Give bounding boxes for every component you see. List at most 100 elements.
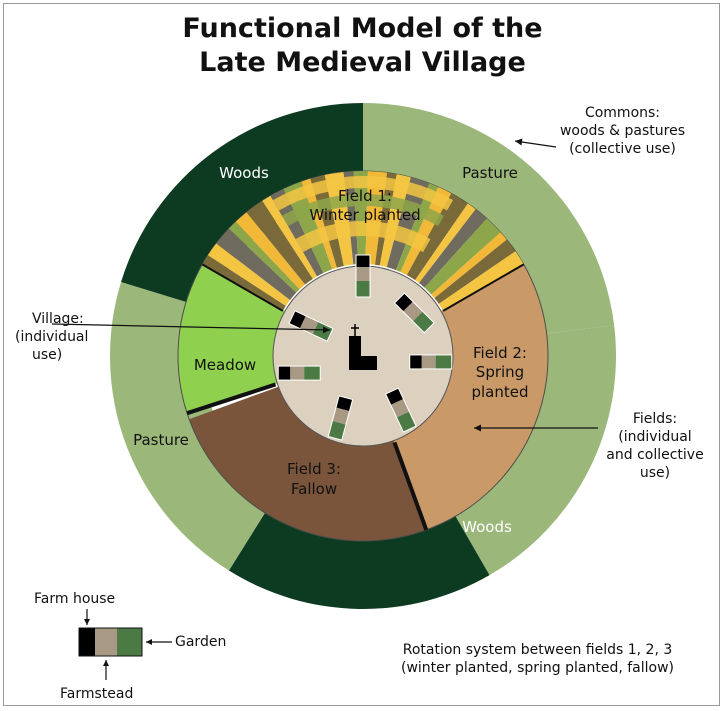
field-1-band <box>273 175 453 211</box>
pasture-left-label: Pasture <box>133 431 189 449</box>
garden <box>304 366 321 381</box>
fields-callout-line-4: use) <box>639 465 671 481</box>
field-1-strip <box>270 189 324 277</box>
commons-arrow-head <box>515 138 523 146</box>
field-2-label-line-3: planted <box>471 383 528 401</box>
field-1-label-line-1: Field 1: <box>338 187 392 205</box>
village-arrow-line <box>51 323 331 331</box>
separator-field2-field3 <box>392 441 429 531</box>
fields-arrow-head <box>474 424 481 432</box>
field-2-label-line-1: Field 2: <box>473 344 527 362</box>
field-1-band <box>282 194 444 227</box>
field-1-strip <box>324 172 354 267</box>
farmstead <box>355 254 371 298</box>
farmstead-outline <box>288 310 334 342</box>
field-1-strip <box>202 255 286 310</box>
field-1-strip <box>415 203 476 284</box>
farmstead-outline <box>393 292 435 334</box>
fields-arrow <box>474 424 598 432</box>
fields-callout-line-2: (individual <box>618 429 692 445</box>
meadow-label: Meadow <box>194 356 256 374</box>
fields-callout: Fields: (individual and collective use) <box>600 410 710 482</box>
field-1-strip <box>301 178 337 270</box>
woods-bottom-label: Woods <box>462 518 512 536</box>
rotation-note: Rotation system between fields 1, 2, 3 (… <box>360 641 715 677</box>
farmstead-yard <box>332 407 350 425</box>
village-area <box>272 254 454 447</box>
farmstead-outline <box>355 254 371 298</box>
field-1-strip <box>395 183 439 272</box>
callout-lines <box>51 138 598 432</box>
legend-farmstead-label: Farmstead <box>60 686 134 702</box>
field-1-strip <box>386 177 430 271</box>
farm-house <box>356 255 370 267</box>
village-arrow <box>51 323 331 334</box>
farmstead <box>409 354 453 370</box>
field-1-strip <box>283 181 333 273</box>
woods-top <box>121 103 363 310</box>
legend-farm-house-label: Farm house <box>34 591 116 607</box>
farmstead-outline <box>409 354 453 370</box>
farmstead <box>384 387 417 433</box>
field-1-strip <box>310 175 344 268</box>
title-line-1: Functional Model of the <box>182 13 543 44</box>
field-1-strip <box>343 171 359 265</box>
meadow <box>177 263 363 414</box>
rotation-note-line-2: (winter planted, spring planted, fallow) <box>400 660 675 676</box>
field-3-label-line-1: Field 3: <box>287 460 341 478</box>
farm-house <box>278 366 291 381</box>
legend-farmstead-arrow <box>103 660 109 680</box>
field-1-strip <box>216 228 297 300</box>
fields-callout-line-1: Fields: <box>632 411 678 427</box>
farmstead-outline <box>277 365 321 381</box>
field-1-strip <box>438 251 524 310</box>
title-line-2: Late Medieval Village <box>199 47 526 78</box>
field-1-strips <box>202 170 524 310</box>
field-1-strip <box>419 209 487 288</box>
legend-farm-house-arrow <box>84 609 90 625</box>
village-callout: Village: (individual use) <box>10 310 90 364</box>
fields-callout-line-3: and collective <box>606 447 704 463</box>
village-arrow-head <box>322 326 330 334</box>
church-nave <box>349 356 377 370</box>
pasture-top-right-lower <box>443 325 617 576</box>
figure-title: Functional Model of the Late Medieval Vi… <box>0 12 725 80</box>
legend-outline <box>78 627 143 657</box>
garden <box>328 421 346 441</box>
field-1-label-line-2: Winter planted <box>309 206 420 224</box>
field-1-strip <box>434 239 516 304</box>
garden <box>435 354 452 369</box>
field-3-label-line-2: Fallow <box>291 480 337 498</box>
field-1-strip <box>228 221 300 293</box>
farmstead <box>327 395 354 441</box>
legend-garden-arrow-head <box>146 639 152 645</box>
garden <box>356 281 370 297</box>
farmstead-outline <box>384 387 417 433</box>
farmstead-yard <box>390 398 410 418</box>
field-1-strip <box>379 174 411 268</box>
separator-field3-meadow <box>186 382 277 416</box>
farmstead-yard <box>421 354 436 369</box>
legend-farm-house-arrow-head <box>84 619 90 625</box>
farm-house <box>394 293 413 312</box>
pasture-top-label: Pasture <box>462 164 518 182</box>
commons-arrow <box>514 138 557 148</box>
commons-callout-line-2: woods & pastures <box>559 123 686 139</box>
legend-garden-swatch <box>117 628 142 656</box>
woods-top-label: Woods <box>219 164 269 182</box>
farmstead <box>393 292 435 334</box>
legend <box>78 609 172 680</box>
commons-callout-line-3: (collective use) <box>569 141 676 157</box>
legend-farm-house-swatch <box>79 628 95 656</box>
field-1-strip <box>235 212 306 290</box>
village-callout-line-3: use) <box>32 347 63 363</box>
farmstead-yard <box>356 267 370 281</box>
field-1-strip <box>207 243 291 306</box>
farmstead <box>277 365 321 381</box>
legend-farmstead-arrow-head <box>103 660 109 666</box>
field-1-strip <box>400 186 452 276</box>
farmstead-outline <box>327 395 354 441</box>
legend-garden-arrow <box>146 639 172 645</box>
figure-border <box>3 3 720 706</box>
